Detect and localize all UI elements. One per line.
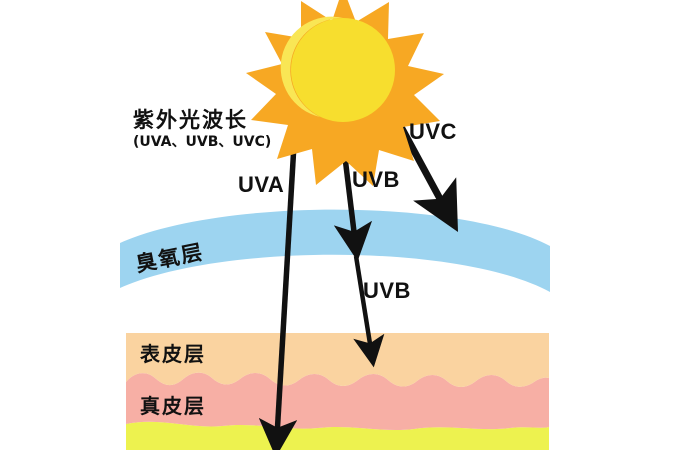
sun-icon [246,0,444,186]
label-uva: UVA [238,172,285,197]
label-uvb-lower: UVB [363,278,411,303]
ray-uvb-lower [353,255,385,368]
uv-wavelength-subtitle: (UVA、UVB、UVC) [133,134,272,150]
sun-core [291,18,395,122]
label-dermis: 真皮层 [140,394,206,418]
epidermis-layer [126,333,549,387]
label-uvc: UVC [409,119,457,144]
subcutaneous-layer [126,421,549,450]
label-uvb-upper: UVB [352,167,400,192]
uv-wavelength-title: 紫外光波长 [133,108,248,132]
dermis-layer [126,372,549,431]
label-epidermis: 表皮层 [140,342,206,366]
skin-block [126,333,549,450]
sun-highlight [280,16,343,118]
ray-uva [258,109,299,450]
